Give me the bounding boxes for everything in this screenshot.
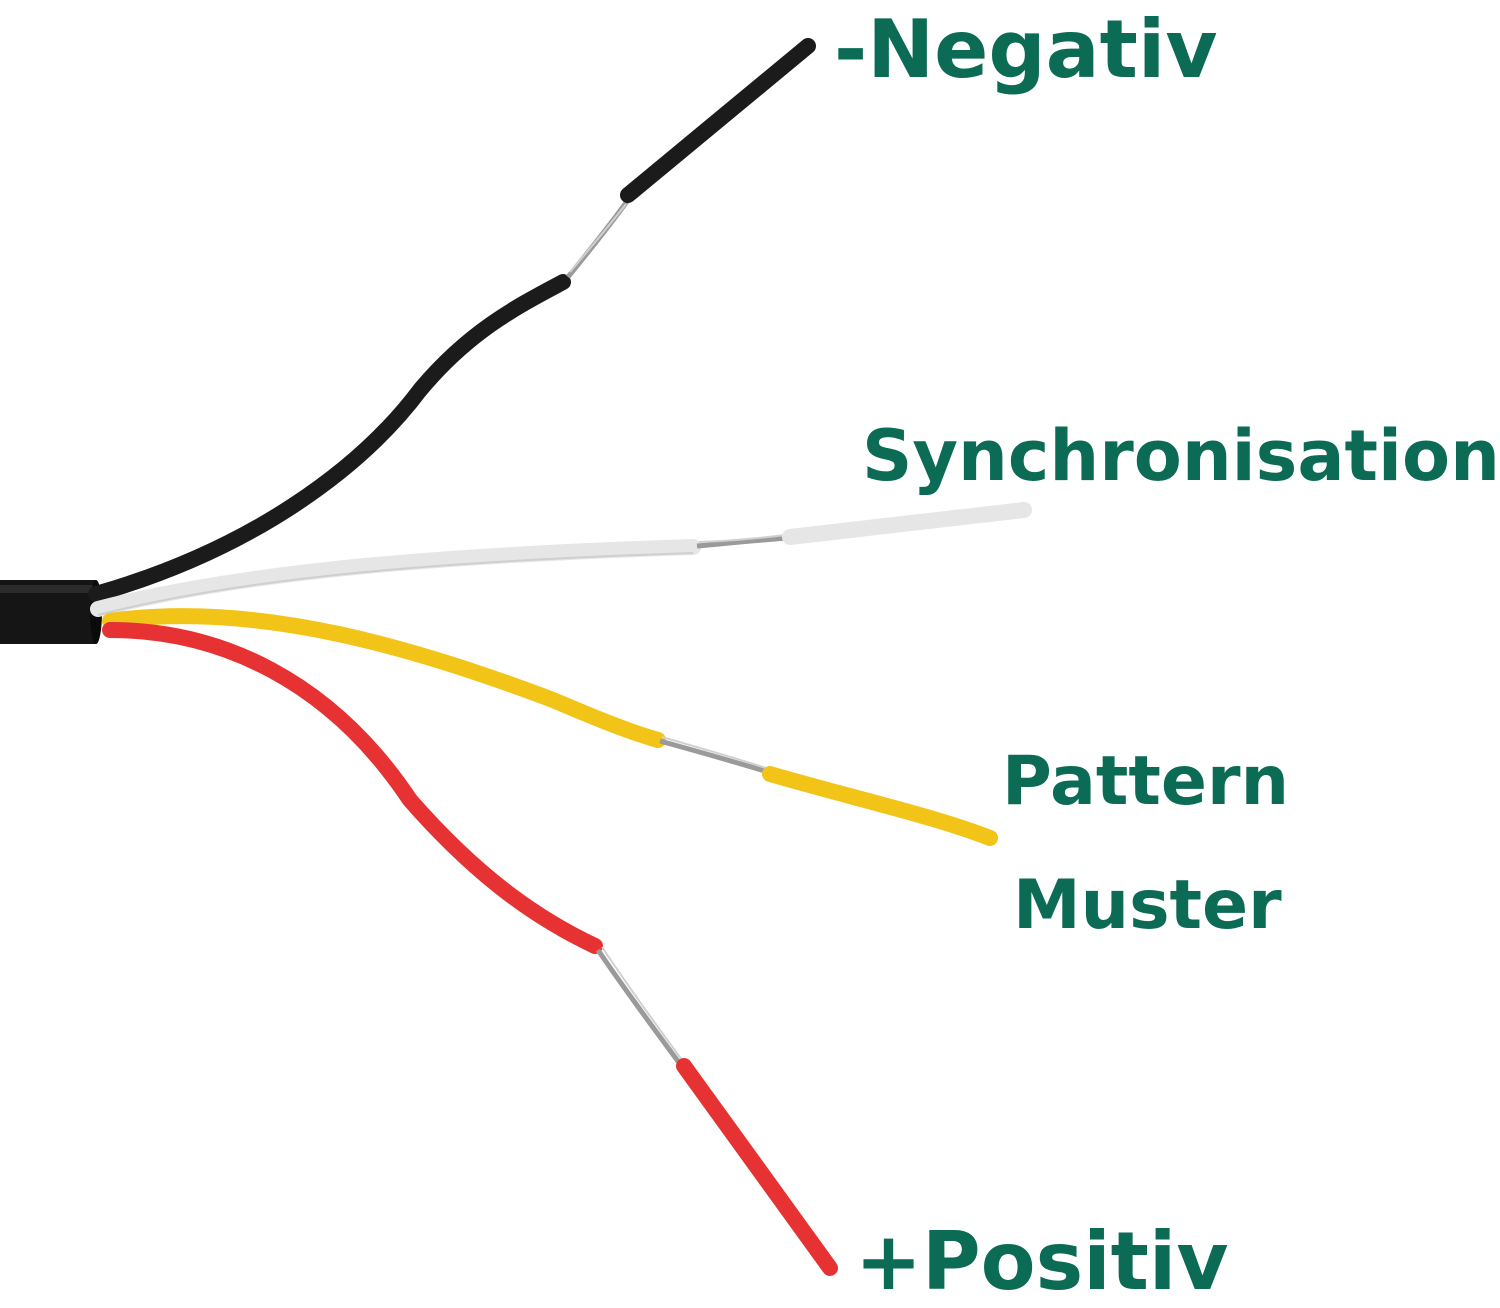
white-wire — [90, 502, 1032, 617]
label-synchronisation: Synchronisation — [862, 415, 1500, 497]
black-wire — [88, 38, 816, 602]
red-wire — [102, 622, 838, 1276]
label-negative: -Negativ — [834, 3, 1218, 96]
label-muster: Muster — [1013, 866, 1282, 945]
yellow-wire — [102, 608, 998, 846]
label-pattern: Pattern — [1002, 742, 1289, 821]
cable-sheath — [0, 580, 102, 644]
label-positive: +Positiv — [855, 1215, 1229, 1308]
